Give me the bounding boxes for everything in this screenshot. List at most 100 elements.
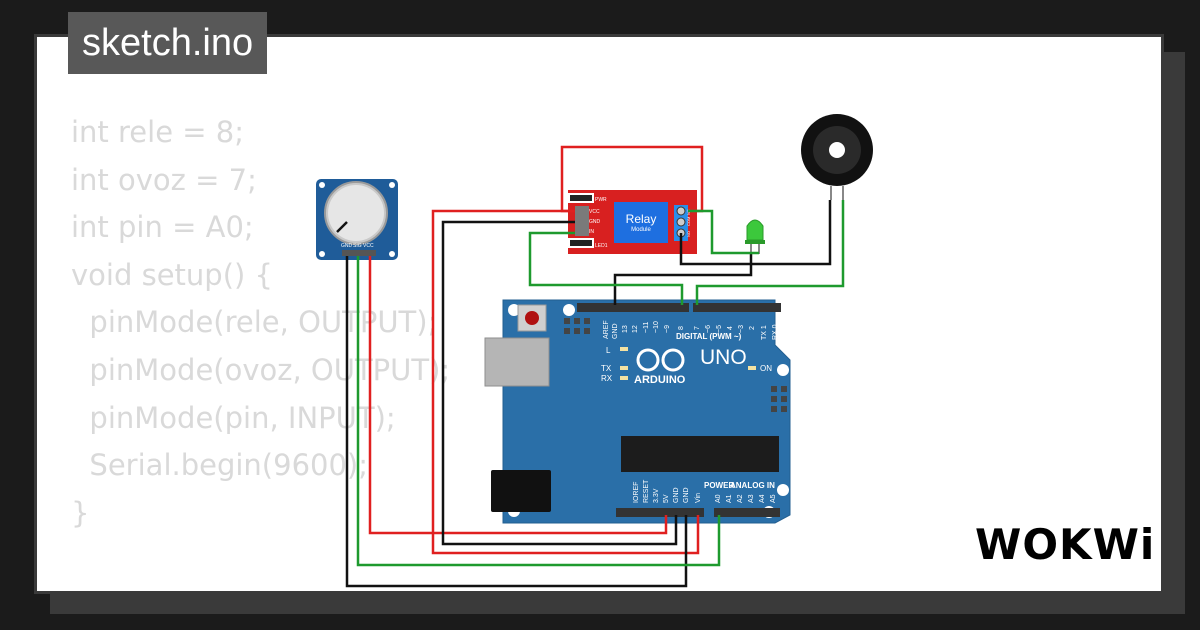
- pin-label-reset: RESET: [643, 479, 650, 503]
- power-header[interactable]: [616, 508, 704, 517]
- arduino-uno-board[interactable]: DIGITAL (PWM ~) UNO ARDUINO L TX RX ON P…: [484, 299, 791, 524]
- code-line: pinMode(pin, INPUT);: [71, 400, 396, 435]
- icsp-header-right: [771, 386, 787, 412]
- potentiometer[interactable]: GND SIG VCC: [316, 179, 398, 260]
- pot-pin-label-gnd: GND: [341, 243, 353, 249]
- pin-label-a5: A5: [770, 494, 777, 503]
- code-line: void setup() {: [71, 257, 273, 292]
- relay-pin-label-in: IN: [589, 229, 594, 235]
- pin-label-7: 7: [694, 326, 701, 330]
- relay-label: Relay: [626, 212, 657, 226]
- analog-header[interactable]: [714, 508, 780, 517]
- pin-label-vin: Vin: [695, 493, 702, 503]
- relay-pin-label-no: NO: [686, 231, 691, 237]
- pin-label-aref: AREF: [603, 320, 610, 339]
- relay-led-label: LED1: [595, 243, 608, 249]
- arduino-logo-icon: [636, 348, 685, 372]
- code-line: pinMode(rele, OUTPUT);: [71, 305, 438, 340]
- pin-label-ioref: IOREF: [633, 482, 640, 503]
- pot-pin-label-sig: SIG: [353, 243, 362, 249]
- pin-label-3: ~3: [738, 325, 745, 333]
- code-line: void loop() {: [71, 585, 450, 592]
- pin-label-4: 4: [727, 326, 734, 330]
- tx-led: [620, 366, 628, 370]
- pin-label-10: ~10: [653, 321, 660, 333]
- mount-hole: [777, 484, 789, 496]
- pin-label-6: ~6: [705, 325, 712, 333]
- rx-label: RX: [601, 374, 613, 383]
- wire-black-relay-gnd[interactable]: [441, 220, 678, 546]
- pin-label-3v3: 3.3V: [653, 488, 660, 503]
- wires: [345, 145, 845, 588]
- pin-label-a1: A1: [726, 494, 733, 503]
- pin-label-11: ~11: [643, 322, 650, 333]
- analog-in-label: ANALOG IN: [730, 481, 775, 490]
- buzzer[interactable]: [801, 114, 873, 200]
- code-line: Serial.begin(9600);: [71, 448, 369, 483]
- on-led: [748, 366, 756, 370]
- power-label: POWER: [704, 481, 734, 490]
- pin-label-a2: A2: [737, 494, 744, 503]
- code-line: pinMode(ovoz, OUTPUT);: [71, 352, 451, 387]
- relay-body: [614, 202, 668, 243]
- digital-header-right[interactable]: [693, 303, 781, 312]
- l-led-label: L: [606, 346, 611, 355]
- pin-label-a4: A4: [759, 494, 766, 503]
- mount-hole: [508, 304, 520, 316]
- atmega-chip: [621, 436, 779, 472]
- relay-sublabel: Module: [631, 227, 651, 233]
- wire-red-pot-5v[interactable]: [368, 256, 668, 535]
- relay-module[interactable]: PWR LED1 VCC GND IN Relay Module NC COM …: [568, 190, 697, 254]
- mount-hole: [777, 364, 789, 376]
- rx-led: [620, 376, 628, 380]
- pin-label-8: 8: [678, 326, 685, 330]
- pin-label-5v: 5V: [663, 494, 670, 503]
- code-line: int rele = 8;: [71, 115, 245, 149]
- wokwi-logo: WOKWi: [975, 520, 1156, 569]
- pin-label-2: 2: [749, 326, 756, 330]
- green-led[interactable]: [745, 219, 765, 254]
- wire-black-buzzer[interactable]: [679, 200, 832, 266]
- pin-label-13: 13: [622, 325, 629, 333]
- relay-pin-label-gnd: GND: [589, 219, 601, 225]
- reset-button[interactable]: [525, 311, 539, 325]
- wire-red-relay-vin[interactable]: [431, 209, 700, 555]
- relay-pin-label-com: COM: [686, 217, 691, 226]
- pin-label-5: ~5: [716, 325, 723, 333]
- power-jack: [491, 470, 551, 512]
- pin-label-gnd1: GND: [673, 487, 680, 503]
- wire-black-led[interactable]: [613, 254, 753, 305]
- relay-pwr-label: PWR: [595, 197, 607, 203]
- code-preview: int rele = 8; int ovoz = 7; int pin = A0; v…: [71, 109, 451, 592]
- pin-label-rx0: RX 0: [772, 324, 779, 340]
- pin-label-9: ~9: [664, 325, 671, 333]
- wire-green-pot-a0[interactable]: [356, 256, 721, 567]
- relay-pin-label-vcc: VCC: [589, 209, 600, 215]
- digital-label: DIGITAL (PWM ~): [676, 332, 742, 341]
- pin-label-gnd: GND: [612, 323, 619, 339]
- l-led: [620, 347, 628, 351]
- on-label: ON: [760, 364, 772, 373]
- tx-label: TX: [601, 364, 612, 373]
- usb-port: [484, 337, 550, 387]
- pin-label-a0: A0: [715, 494, 722, 503]
- wire-green-buzzer[interactable]: [695, 200, 845, 305]
- pin-label-gnd2: GND: [683, 487, 690, 503]
- icsp-header: [564, 318, 590, 334]
- wire-green-relay-in[interactable]: [528, 231, 684, 305]
- pot-pin-label-vcc: VCC: [363, 243, 374, 249]
- pin-label-tx1: TX 1: [761, 325, 768, 340]
- pin-label-12: 12: [632, 325, 639, 333]
- code-line: int pin = A0;: [71, 210, 254, 245]
- code-line: int ovoz = 7;: [71, 162, 257, 197]
- arduino-brand-label: ARDUINO: [634, 374, 686, 386]
- code-line: }: [71, 495, 90, 530]
- knob-indicator: [336, 221, 348, 233]
- uno-label: UNO: [700, 346, 747, 369]
- digital-header-left[interactable]: [577, 303, 689, 312]
- sketch-title: sketch.ino: [68, 12, 268, 74]
- pin-label-a3: A3: [748, 494, 755, 503]
- wire-green-led[interactable]: [688, 209, 759, 255]
- wire-black-pot-gnd[interactable]: [345, 256, 688, 588]
